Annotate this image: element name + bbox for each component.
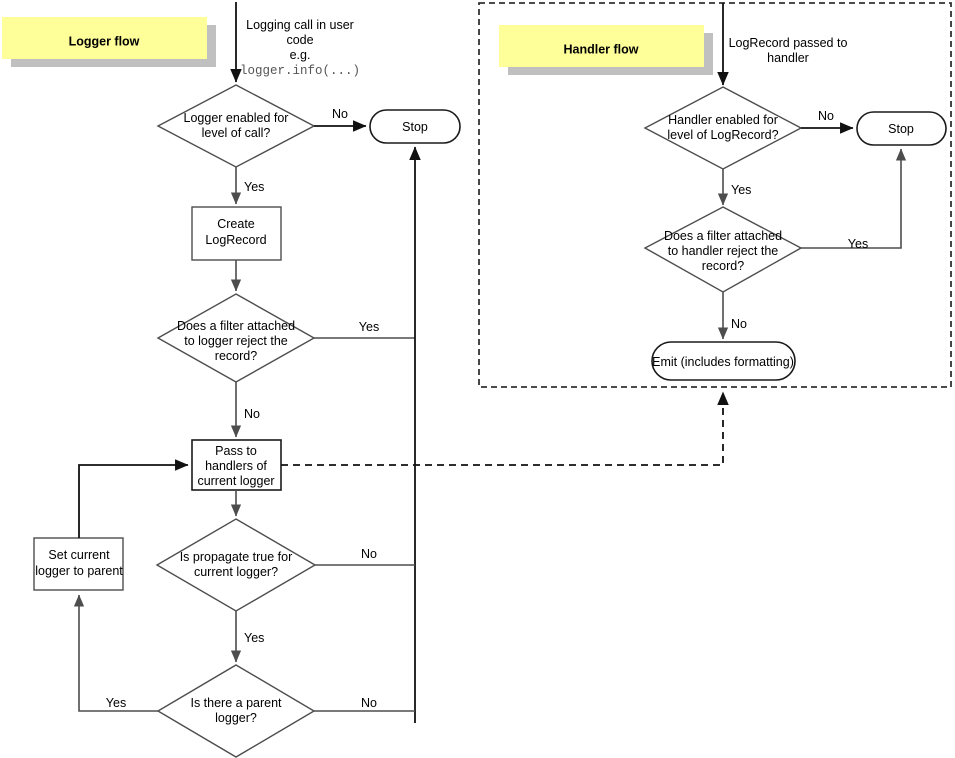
decision-handler-filter-line3: record? (702, 259, 744, 273)
terminator-handler-stop-label: Stop (888, 122, 914, 136)
edge-set-parent-to-pass-to-handlers (78, 459, 189, 538)
process-pass-to-handlers-line3: current logger (197, 474, 274, 488)
logger-entry-note-line3: e.g. (290, 48, 311, 62)
edge-label-handler-filter-no: No (731, 317, 747, 331)
terminator-handler-stop (856, 111, 947, 146)
edge-label-handler-filter-yes: Yes (848, 237, 868, 251)
terminator-logger-stop (369, 109, 461, 144)
logger-entry-note-line1: Logging call in user (246, 18, 354, 32)
logger-entry-note-line2: code (286, 33, 313, 47)
decision-logger-filter-line1: Does a filter attached (177, 319, 295, 333)
edge-pass-to-handlers-to-handler-flow (281, 391, 729, 466)
decision-is-propagate-line1: Is propagate true for (180, 550, 293, 564)
edge-has-parent-yes (73, 594, 158, 712)
edge-label-logger-enabled-no: No (332, 107, 348, 121)
terminator-emit-label: Emit (includes formatting) (652, 355, 794, 369)
edge-label-propagate-no: No (361, 547, 377, 561)
decision-logger-filter-line2: to logger reject the (184, 334, 288, 348)
decision-handler-enabled-line1: Handler enabled for (668, 113, 778, 127)
decision-handler-filter-line2: to handler reject the (668, 244, 779, 258)
handler-flow-group-box (478, 2, 952, 388)
process-create-logrecord-line1: Create (217, 217, 255, 231)
handler-entry-note-line2: handler (767, 51, 809, 65)
process-pass-to-handlers-line2: handlers of (205, 459, 267, 473)
terminator-emit (651, 341, 796, 381)
logger-flow-banner (2, 17, 207, 59)
handler-flow-banner (499, 25, 704, 67)
handler-flow-banner-label: Handler flow (563, 42, 638, 56)
edge-label-handler-enabled-no: No (818, 109, 834, 123)
edge-handler-filter-yes (801, 148, 907, 249)
process-set-parent-line1: Set current (48, 548, 110, 562)
decision-logger-enabled-line2: level of call? (202, 126, 271, 140)
edge-label-logger-enabled-yes: Yes (244, 180, 264, 194)
edge-label-has-parent-no: No (361, 696, 377, 710)
decision-handler-enabled-line2: level of LogRecord? (667, 128, 778, 142)
edge-label-logger-filter-yes: Yes (359, 320, 379, 334)
decision-has-parent-line2: logger? (215, 711, 257, 725)
decision-is-propagate-line2: current logger? (194, 565, 278, 579)
logger-entry-note-code: logger.info(...) (240, 64, 360, 78)
decision-handler-filter-line1: Does a filter attached (664, 229, 782, 243)
handler-entry-note-line1: LogRecord passed to (729, 36, 848, 50)
terminator-logger-stop-label: Stop (402, 120, 428, 134)
process-create-logrecord-line2: LogRecord (205, 233, 266, 247)
decision-logger-filter-line3: record? (215, 349, 257, 363)
process-set-parent-line2: logger to parent (35, 564, 123, 578)
process-pass-to-handlers-line1: Pass to (215, 444, 257, 458)
decision-has-parent (156, 664, 316, 758)
edge-label-logger-filter-no: No (244, 407, 260, 421)
decision-has-parent-line1: Is there a parent (190, 696, 282, 710)
edge-label-handler-enabled-yes: Yes (731, 183, 751, 197)
edge-label-has-parent-yes: Yes (106, 696, 126, 710)
edge-label-propagate-yes: Yes (244, 631, 264, 645)
logger-flow-banner-label: Logger flow (69, 34, 140, 48)
decision-logger-enabled-line1: Logger enabled for (184, 111, 289, 125)
